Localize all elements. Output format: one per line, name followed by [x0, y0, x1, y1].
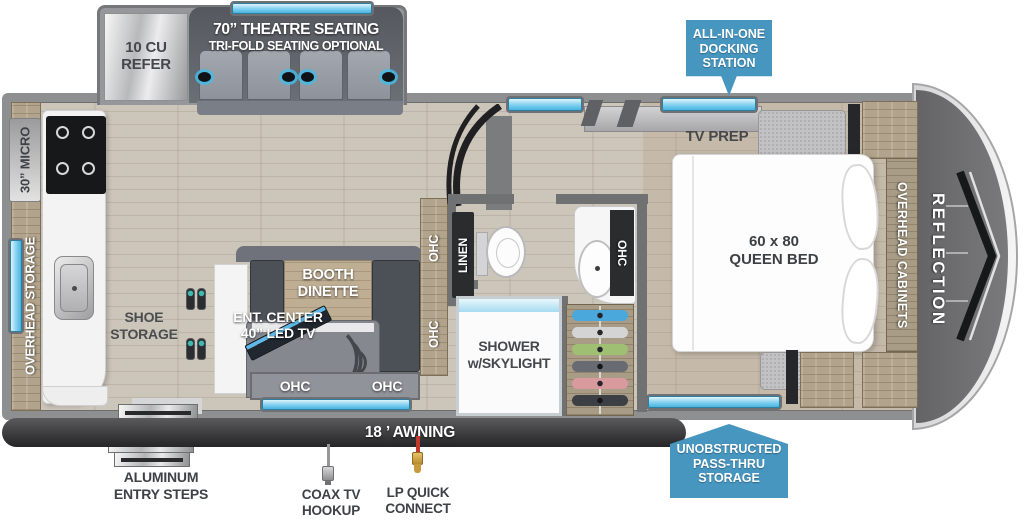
- shower-skylight: [459, 299, 559, 312]
- toilet-seat: [496, 238, 520, 268]
- window: [10, 240, 22, 332]
- brand-label: REFLECTION: [929, 193, 948, 327]
- coax-label: COAX TV HOOKUP: [301, 487, 361, 518]
- bed-foot-line: [692, 156, 694, 350]
- front-cap-chevron-icon: [956, 170, 1001, 342]
- stove-icon: [46, 116, 106, 194]
- shoe-icon: [186, 338, 195, 360]
- coax-connector-icon: [322, 466, 334, 481]
- door-swing-icon: [446, 104, 502, 207]
- wardrobe-rod: [599, 306, 601, 414]
- window: [262, 399, 410, 410]
- linen-closet: LINEN: [452, 212, 474, 298]
- step-tread: [125, 411, 191, 415]
- window: [662, 98, 756, 111]
- shower-stall: [456, 296, 562, 416]
- cap-vent-line: [946, 300, 968, 302]
- bedroom-cabinet: [862, 101, 918, 159]
- theatre-subtitle: TRI-FOLD SEATING OPTIONAL: [208, 39, 384, 53]
- entry-step: [114, 452, 190, 467]
- burner-icon: [82, 126, 95, 139]
- coax-connector-icon: [325, 480, 331, 485]
- badge-passthru-storage: UNOBSTRUCTED PASS-THRU STORAGE: [670, 424, 788, 498]
- burner-icon: [56, 162, 69, 175]
- entry-steps-label: ALUMINUM ENTRY STEPS: [113, 469, 209, 502]
- awning-bar: [2, 418, 686, 447]
- overhead-cabinets-strip: OVERHEAD CABINETS: [886, 158, 918, 352]
- cupholder-icon: [301, 72, 314, 82]
- clothes-hanger-icon: [572, 395, 628, 406]
- cupholder-icon: [282, 72, 295, 82]
- cupholder-icon: [382, 72, 395, 82]
- cap-vent-line: [946, 205, 968, 207]
- ent-center-label: ENT. CENTER 40” LED TV: [233, 308, 323, 341]
- micro-label: 30” MICRO: [17, 126, 33, 194]
- linen-label: LINEN: [456, 237, 470, 273]
- window: [648, 396, 780, 408]
- sink-drain: [72, 286, 77, 291]
- bed-bench: [758, 110, 846, 162]
- step-tread: [121, 458, 183, 462]
- headboard-panel: [786, 350, 798, 404]
- clothes-hanger-icon: [572, 361, 628, 372]
- bathroom-wall: [448, 194, 514, 204]
- counter-return: [42, 386, 108, 406]
- ohc-label: OHC: [427, 320, 441, 348]
- bedroom-cabinet: [862, 352, 918, 408]
- queen-bed-label: 60 x 80 QUEEN BED: [729, 233, 819, 268]
- clothes-hanger-icon: [572, 327, 628, 338]
- badge-docking-station: ALL-IN-ONE DOCKING STATION: [686, 20, 772, 96]
- sink-drain: [595, 266, 600, 271]
- ohc-label: OHC: [279, 378, 311, 394]
- clothes-hanger-icon: [572, 310, 628, 321]
- dinette-bench: [372, 260, 420, 372]
- ohc-label: OHC: [615, 239, 629, 267]
- window: [508, 98, 582, 111]
- burner-icon: [56, 126, 69, 139]
- shower-label: SHOWER w/SKYLIGHT: [467, 338, 551, 371]
- queen-bed: [672, 154, 874, 352]
- shoe-icon: [197, 338, 206, 360]
- cap-vent-line: [946, 252, 968, 254]
- clothes-hanger-icon: [572, 378, 628, 389]
- bathroom-wall: [556, 194, 648, 204]
- clothes-hanger-icon: [572, 344, 628, 355]
- cupholder-icon: [198, 72, 211, 82]
- coax-connector-icon: [327, 444, 330, 468]
- vanity-ohc: OHC: [610, 210, 634, 296]
- theatre-title: 70” THEATRE SEATING: [213, 21, 379, 38]
- awning-label: 18 ’ AWNING: [364, 423, 456, 441]
- burner-icon: [82, 162, 95, 175]
- ohc-label: OHC: [371, 378, 403, 394]
- booth-dinette-label: BOOTH DINETTE: [297, 267, 359, 300]
- dinette-header: [236, 246, 422, 262]
- headboard-panel: [848, 104, 860, 160]
- lp-label: LP QUICK CONNECT: [385, 485, 451, 516]
- tv-prep-label: TV PREP: [685, 127, 749, 145]
- shoe-icon: [197, 288, 206, 310]
- theatre-label-block: 70” THEATRE SEATING TRI-FOLD SEATING OPT…: [192, 21, 400, 53]
- lp-connector-icon: [414, 464, 421, 473]
- pantry-cabinet: [420, 198, 448, 376]
- shoe-icon: [186, 288, 195, 310]
- window: [232, 3, 372, 14]
- bathroom-wall: [560, 296, 568, 416]
- bedroom-cabinet: [800, 352, 854, 408]
- bathroom-wall: [637, 194, 647, 412]
- overhead-storage-label: OVERHEAD STORAGE: [22, 236, 38, 376]
- sink-basin: [60, 264, 88, 312]
- refrigerator: 10 CU REFER: [104, 13, 188, 101]
- ent-center-side-panel: [214, 264, 248, 394]
- theatre-footrest: [197, 101, 403, 115]
- overhead-cabinets-label: OVERHEAD CABINETS: [895, 181, 909, 329]
- microwave-label-plate: 30” MICRO: [9, 118, 41, 202]
- ohc-label: OHC: [427, 234, 441, 262]
- refer-label: 10 CU REFER: [121, 39, 171, 73]
- shoe-storage-label: SHOE STORAGE: [110, 309, 178, 342]
- lp-connector-icon: [416, 436, 420, 454]
